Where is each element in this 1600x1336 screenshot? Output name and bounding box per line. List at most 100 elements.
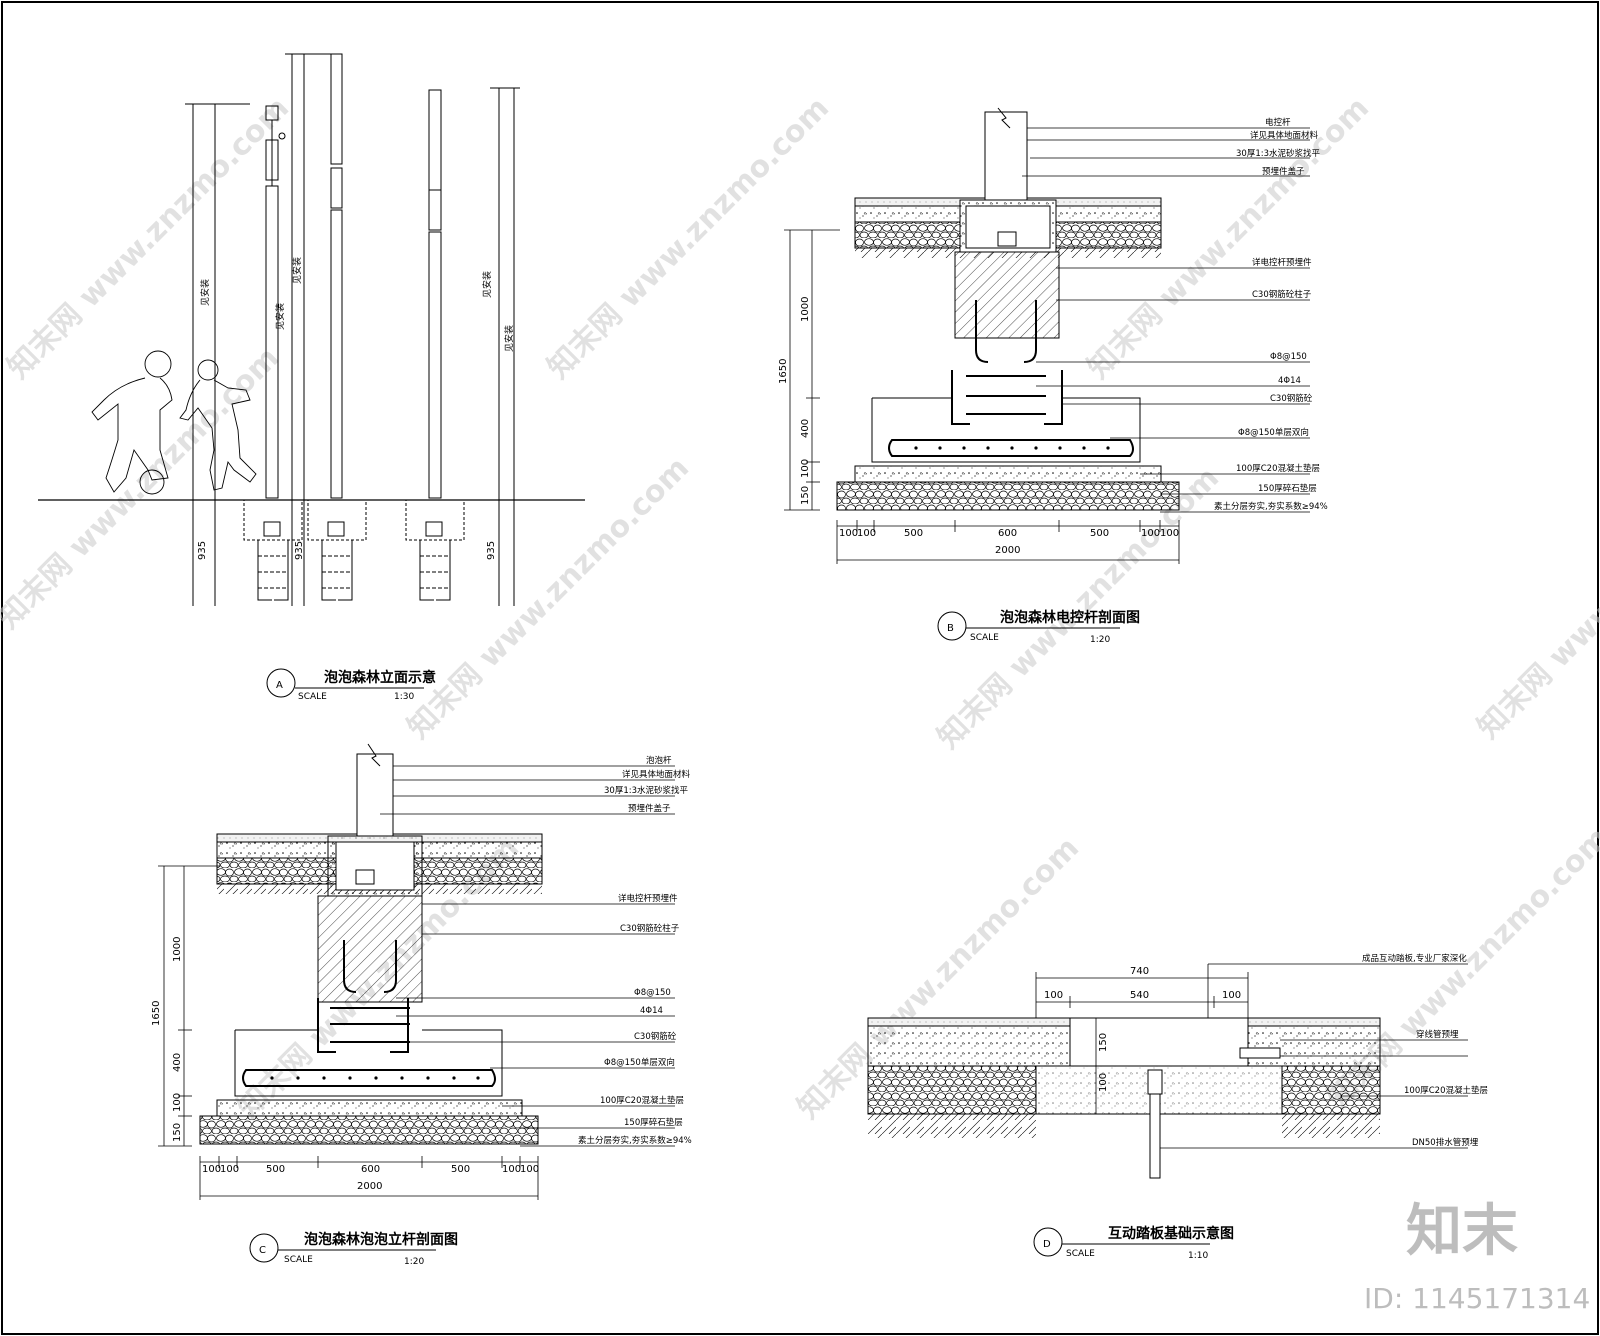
- section-marker: D: [1043, 1239, 1051, 1250]
- rotated-note: 见安装: [274, 303, 286, 330]
- drawing-title: 泡泡森林电控杆剖面图: [1000, 609, 1140, 626]
- hdim: 100: [502, 1164, 521, 1175]
- hdim: 500: [451, 1164, 470, 1175]
- scale-value: 1:20: [404, 1257, 424, 1267]
- hdim: 100: [857, 528, 876, 539]
- section-c: [158, 743, 675, 1200]
- children-figure: [91, 350, 257, 495]
- hdim: 100: [1160, 528, 1179, 539]
- callout-label: C30钢筋砼柱子: [1252, 289, 1312, 300]
- drawing-title: 泡泡森林立面示意: [324, 669, 436, 686]
- scale-value: 1:20: [1090, 635, 1110, 645]
- callout-label: 素土分层夯实,夯实系数≥94%: [1214, 501, 1328, 512]
- callout-label: Φ8@150单层双向: [1238, 427, 1309, 438]
- dim-100: 100: [172, 1093, 183, 1112]
- callout-label: 预埋件盖子: [1262, 166, 1305, 177]
- section-d: [867, 963, 1468, 1179]
- callout-label: 150厚碎石垫层: [1258, 483, 1317, 494]
- dim-150: 150: [800, 486, 811, 505]
- watermark-text: 知末网 www.znzmo.com: [401, 451, 696, 746]
- hdim: 500: [904, 528, 923, 539]
- dim-1650: 1650: [778, 359, 789, 384]
- callout-label: 详见具体地面材料: [1250, 130, 1319, 141]
- dim-1650: 1650: [151, 1001, 162, 1026]
- hdim: 600: [361, 1164, 380, 1175]
- scale-label: SCALE: [970, 633, 999, 643]
- callout-label: C30钢筋砼: [634, 1031, 677, 1042]
- callout-label: 详电控杆预埋件: [1252, 257, 1312, 268]
- dim-row: 100: [1222, 990, 1241, 1001]
- hdim: 100: [1141, 528, 1160, 539]
- scale-value: 1:30: [394, 692, 414, 702]
- section-marker: A: [276, 680, 283, 691]
- hdim: 100: [520, 1164, 539, 1175]
- watermark-text: 知末网 www.znzmo.com: [0, 341, 286, 636]
- watermark-text: 知末网 www.znzmo.com: [541, 91, 836, 386]
- dim-100: 100: [800, 459, 811, 478]
- callout-label: 电控杆: [1265, 117, 1291, 128]
- dim-400: 400: [172, 1053, 183, 1072]
- hdim: 500: [266, 1164, 285, 1175]
- title-block-c: C 泡泡森林泡泡立杆剖面图 SCALE 1:20: [249, 1231, 458, 1267]
- hdim: 500: [1090, 528, 1109, 539]
- scale-label: SCALE: [1066, 1249, 1095, 1259]
- dim-row: 100: [1044, 990, 1063, 1001]
- callout-label: Φ8@150: [1270, 352, 1307, 362]
- pole-footing: [405, 499, 465, 601]
- watermark-layer: 知末网 www.znzmo.com 知末网 www.znzmo.com 知末网 …: [0, 91, 1600, 1126]
- bubble-pole: [330, 53, 343, 499]
- dim-935: 935: [486, 541, 497, 560]
- brand-id: ID: 1145171314: [1364, 1282, 1590, 1315]
- dim-row: 540: [1130, 990, 1149, 1001]
- callout-label: 30厚1:3水泥砂浆找平: [1236, 148, 1320, 159]
- pole-footing: [243, 499, 303, 601]
- hdim: 100: [839, 528, 858, 539]
- callout-label: C30钢筋砼柱子: [620, 923, 680, 934]
- title-block-a: A 泡泡森林立面示意 SCALE 1:30: [266, 668, 436, 702]
- dim-100: 100: [1098, 1073, 1109, 1092]
- bubble-pole: [265, 105, 286, 499]
- callout-label: 素土分层夯实,夯实系数≥94%: [578, 1135, 692, 1146]
- callout-label: 4Φ14: [1278, 376, 1301, 386]
- hdim: 100: [220, 1164, 239, 1175]
- drawing-title: 互动踏板基础示意图: [1108, 1225, 1234, 1242]
- hdim: 600: [998, 528, 1017, 539]
- dim-740: 740: [1130, 966, 1149, 977]
- watermark-text: 知末网 www.znzmo.com: [1, 91, 296, 386]
- callout-label: 泡泡杆: [646, 755, 672, 766]
- scale-label: SCALE: [298, 692, 327, 702]
- dim-150: 150: [1098, 1033, 1109, 1052]
- scale-value: 1:10: [1188, 1251, 1208, 1261]
- section-b-labels: 电控杆 详见具体地面材料 30厚1:3水泥砂浆找平 预埋件盖子 详电控杆预埋件 …: [778, 117, 1328, 556]
- dim-935: 935: [197, 541, 208, 560]
- hdim: 100: [202, 1164, 221, 1175]
- rotated-note: 见安装: [291, 257, 303, 284]
- section-marker: C: [259, 1245, 266, 1256]
- section-b: [784, 107, 1310, 564]
- callout-label: 成品互动踏板,专业厂家深化: [1362, 953, 1467, 964]
- callout-label: 100厚C20混凝土垫层: [1404, 1085, 1488, 1096]
- title-block-b: B 泡泡森林电控杆剖面图 SCALE 1:20: [937, 609, 1140, 645]
- elevation-a: [38, 53, 585, 606]
- callout-label: 详见具体地面材料: [622, 769, 691, 780]
- dim-400: 400: [800, 419, 811, 438]
- section-d-labels: 成品互动踏板,专业厂家深化 穿线管预埋 100厚C20混凝土垫层 DN50排水管…: [1044, 953, 1488, 1148]
- watermark-text: 知末网 www.znzmo.com: [1471, 451, 1600, 746]
- control-pole: [428, 89, 442, 499]
- callout-label: 穿线管预埋: [1416, 1029, 1459, 1040]
- section-c-labels: 泡泡杆 详见具体地面材料 30厚1:3水泥砂浆找平 预埋件盖子 详电控杆预埋件 …: [151, 755, 692, 1192]
- dim-150: 150: [172, 1123, 183, 1142]
- dim-1000: 1000: [800, 297, 811, 322]
- callout-label: Φ8@150单层双向: [604, 1057, 675, 1068]
- rotated-note: 见安装: [481, 271, 493, 298]
- callout-label: DN50排水管预埋: [1412, 1137, 1479, 1148]
- hdim-total: 2000: [357, 1181, 382, 1192]
- callout-label: 4Φ14: [640, 1006, 663, 1016]
- callout-label: 30厚1:3水泥砂浆找平: [604, 785, 688, 796]
- callout-label: Φ8@150: [634, 988, 671, 998]
- drawing-title: 泡泡森林泡泡立杆剖面图: [304, 1231, 458, 1248]
- rotated-note: 见安装: [503, 325, 515, 352]
- brand-logo: 知末 ID: 1145171314: [1364, 1199, 1590, 1315]
